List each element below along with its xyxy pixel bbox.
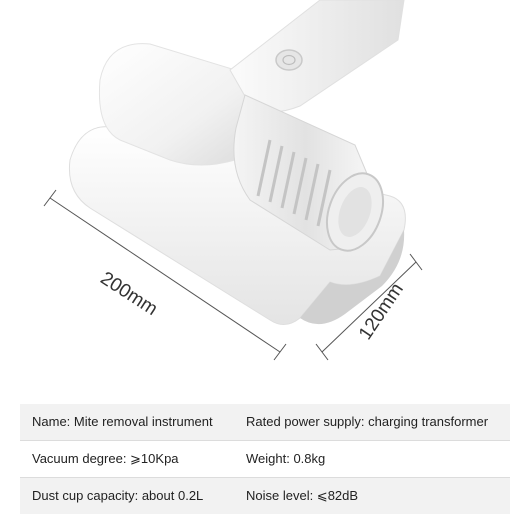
spec-weight: Weight: 0.8kg	[246, 451, 326, 466]
spec-row: Name: Mite removal instrument Rated powe…	[20, 404, 510, 440]
power-button	[275, 49, 303, 71]
vacuum-handle	[229, 0, 405, 113]
spec-vacuum-degree: Vacuum degree: ⩾10Kpa	[32, 451, 179, 466]
vacuum-body	[98, 43, 269, 166]
spec-noise-level: Noise level: ⩽82dB	[246, 488, 359, 503]
width-dimension-line	[43, 189, 287, 361]
product-figure: 200mm 120mm	[43, 0, 423, 361]
spec-row: Dust cup capacity: about 0.2L Noise leve…	[20, 477, 510, 514]
spec-table: Name: Mite removal instrument Rated powe…	[20, 404, 510, 514]
mite-vacuum-illustration	[43, 0, 423, 361]
power-button-inner	[282, 54, 296, 66]
vacuum-base-edge	[300, 230, 405, 325]
spec-dust-cup-capacity: Dust cup capacity: about 0.2L	[32, 488, 204, 503]
dust-cup-end-inner	[338, 187, 372, 237]
spec-power-supply: Rated power supply: charging transformer	[246, 414, 489, 429]
depth-dimension-line	[315, 253, 423, 361]
spec-row: Vacuum degree: ⩾10Kpa Weight: 0.8kg	[20, 440, 510, 477]
dust-cup-filter	[256, 139, 332, 227]
spec-name: Name: Mite removal instrument	[32, 414, 213, 429]
